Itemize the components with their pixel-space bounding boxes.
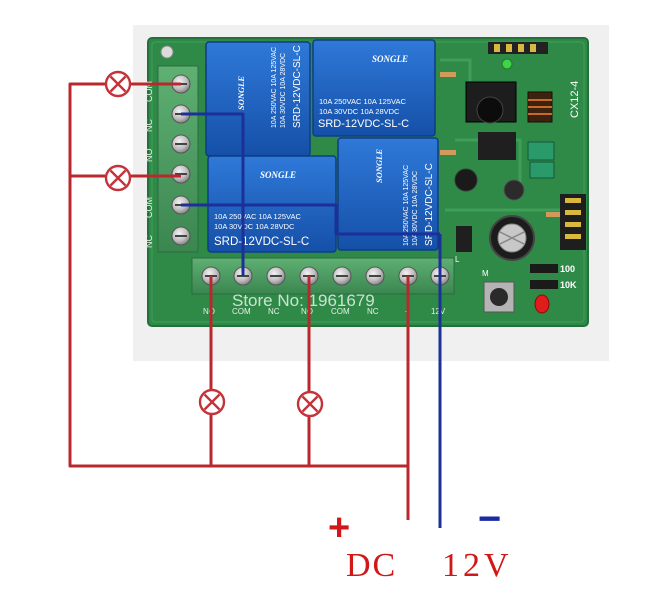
relay-rating: 10A 30VDC 10A 28VDC: [280, 53, 287, 128]
board-model-label: CX12-4: [569, 81, 581, 118]
status-led-green: [501, 58, 513, 70]
jumper: [456, 226, 472, 252]
pin-header-right: [560, 194, 586, 250]
lamp-icon: [104, 164, 132, 192]
power-labels: + − DC 12V: [328, 497, 513, 584]
relay-rating: 10A 30VDC 10A 28VDC: [214, 222, 295, 231]
terminal-label: COM: [331, 307, 350, 316]
resistor-100-label: 100: [560, 264, 575, 274]
terminal-label: COM: [144, 197, 154, 218]
dc-label: DC: [346, 547, 397, 584]
terminal-label: NC: [144, 119, 154, 132]
electrolytic-capacitor: [489, 215, 535, 261]
relay-model: SRD-12VDC-SL-C: [292, 45, 303, 128]
relay-brand: SONGLE: [260, 170, 296, 180]
resistor: [440, 72, 456, 77]
capacitor: [454, 168, 478, 192]
relay-brand: SONGLE: [236, 76, 246, 110]
terminal-label: NC: [144, 235, 154, 248]
blue-wire-com2: [181, 203, 440, 236]
relay-rating: 10A 30VDC 10A 28VDC: [412, 171, 419, 246]
lamp-icon: [296, 390, 324, 418]
terminal-label: NC: [367, 307, 379, 316]
learn-button: [483, 281, 515, 313]
resistor-10k: [530, 280, 558, 289]
relay-rating: 10A 250VAC 10A 125VAC: [403, 165, 410, 246]
voltage-label: 12V: [442, 547, 513, 584]
mounting-hole: [160, 45, 174, 59]
status-led-red: [534, 294, 550, 314]
relay-rating: 10A 30VDC 10A 28VDC: [319, 107, 400, 116]
resistor: [440, 150, 456, 155]
terminal-label: 12V: [431, 307, 446, 316]
lamp-icon: [104, 70, 132, 98]
relay-1: SONGLE 10A 250VAC 10A 125VAC 10A 30VDC 1…: [205, 41, 311, 157]
terminal-block-left: COM NC NO COM NC: [144, 65, 199, 253]
terminal-label: COM: [144, 81, 154, 102]
relay-rating: 10A 250VAC 10A 125VAC: [319, 97, 406, 106]
relay-model: SRD-12VDC-SL-C: [214, 236, 309, 248]
pin-label-l: L: [455, 255, 460, 264]
terminal-label: NO: [144, 149, 154, 163]
relay-4: SONGLE 10A 250VAC 10A 125VAC 10A 30VDC 1…: [337, 137, 439, 251]
receiver-module: CX12-4 M L 100 10K: [440, 42, 586, 314]
capacitor: [527, 141, 555, 161]
decoder-chip: [478, 132, 516, 160]
resistor-10k-label: 10K: [560, 280, 577, 290]
pin-label-m: M: [482, 269, 489, 278]
relay-brand: SONGLE: [372, 54, 408, 64]
positive-symbol: +: [328, 507, 350, 549]
blue-wire-com1: [181, 112, 245, 276]
capacitor: [529, 161, 555, 179]
negative-symbol: −: [478, 497, 501, 541]
store-watermark: Store No: 1961679: [232, 291, 375, 310]
relay-model: SRD-12VDC-SL-C: [424, 163, 435, 246]
terminal-label: NC: [268, 307, 280, 316]
relay-rating: 10A 250VAC 10A 125VAC: [271, 47, 278, 128]
antenna-coil: [527, 91, 553, 123]
blue-wires: [181, 112, 442, 528]
lamp-icon: [198, 388, 226, 416]
terminal-label: NO: [203, 307, 215, 316]
terminal-label: COM: [232, 307, 251, 316]
terminal-block-bottom: NO COM NC NO COM NC + 12V: [191, 257, 455, 316]
relay-rating: 10A 250VAC 10A 125VAC: [214, 212, 301, 221]
relay-2: SONGLE 10A 250VAC 10A 125VAC 10A 30VDC 1…: [312, 39, 436, 137]
relay-model: SRD-12VDC-SL-C: [318, 118, 409, 130]
resistor-100: [530, 264, 558, 273]
relay-brand: SONGLE: [374, 149, 384, 183]
resistor: [546, 212, 560, 217]
terminal-label: NO: [301, 307, 313, 316]
capacitor: [503, 179, 525, 201]
